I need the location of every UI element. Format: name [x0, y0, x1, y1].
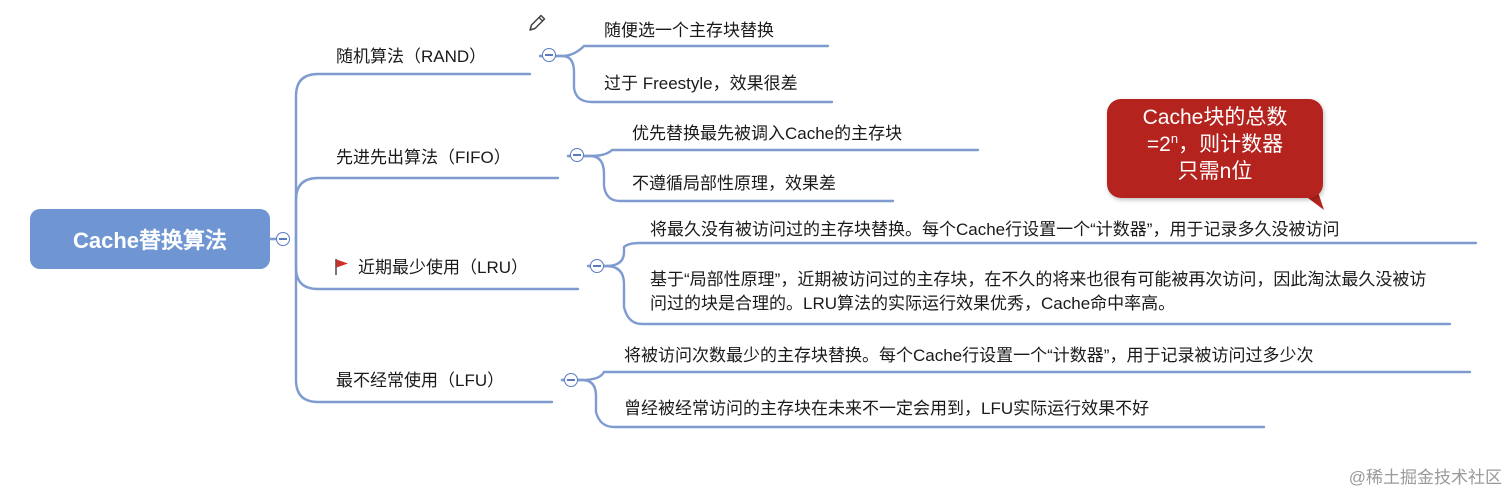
branch-label-fifo[interactable]: 先进先出算法（FIFO）	[336, 148, 511, 167]
collapse-icon[interactable]	[570, 148, 584, 162]
collapse-icon[interactable]	[564, 373, 578, 387]
leaf-lfu-1[interactable]: 将被访问次数最少的主存块替换。每个Cache行设置一个“计数器”，用于记录被访问…	[624, 346, 1314, 365]
callout-line-2: =2n，则计数器	[1107, 131, 1323, 158]
leaf-fifo-2[interactable]: 不遵循局部性原理，效果差	[632, 174, 836, 193]
leaf-lru-1[interactable]: 将最久没有被访问过的主存块替换。每个Cache行设置一个“计数器”，用于记录多久…	[650, 220, 1340, 239]
callout-line-3: 只需n位	[1177, 160, 1253, 183]
leaf-lru-2[interactable]: 基于“局部性原理”，近期被访问过的主存块，在不久的将来也很有可能被再次访问，因此…	[650, 270, 1427, 313]
collapse-icon[interactable]	[542, 48, 556, 62]
root-node[interactable]: Cache替换算法	[30, 209, 270, 269]
branch-label-rand[interactable]: 随机算法（RAND）	[336, 47, 487, 66]
callout-line-2-prefix: =2	[1146, 133, 1171, 156]
leaf-rand-1[interactable]: 随便选一个主存块替换	[604, 21, 774, 40]
collapse-icon[interactable]	[276, 232, 290, 246]
root-label: Cache替换算法	[72, 228, 228, 253]
callout-line-2-suffix: ，则计数器	[1178, 133, 1284, 156]
leaf-rand-2[interactable]: 过于 Freestyle，效果很差	[604, 74, 798, 93]
branch-label-lfu[interactable]: 最不经常使用（LFU）	[336, 371, 505, 390]
pencil-icon[interactable]	[526, 12, 548, 34]
watermark: @稀土掘金技术社区	[1348, 468, 1502, 487]
callout-exponent: n	[1170, 131, 1179, 146]
branch-label-lru[interactable]: 近期最少使用（LRU）	[358, 258, 529, 277]
leaf-lfu-2[interactable]: 曾经被经常访问的主存块在未来不一定会用到，LFU实际运行效果不好	[624, 399, 1150, 418]
callout-note[interactable]: Cache块的总数 =2n，则计数器 只需n位	[1107, 99, 1323, 198]
leaf-fifo-1[interactable]: 优先替换最先被调入Cache的主存块	[632, 124, 903, 143]
flag-icon	[335, 259, 348, 275]
collapse-icon[interactable]	[590, 259, 604, 273]
callout-line-1: Cache块的总数	[1142, 106, 1288, 129]
